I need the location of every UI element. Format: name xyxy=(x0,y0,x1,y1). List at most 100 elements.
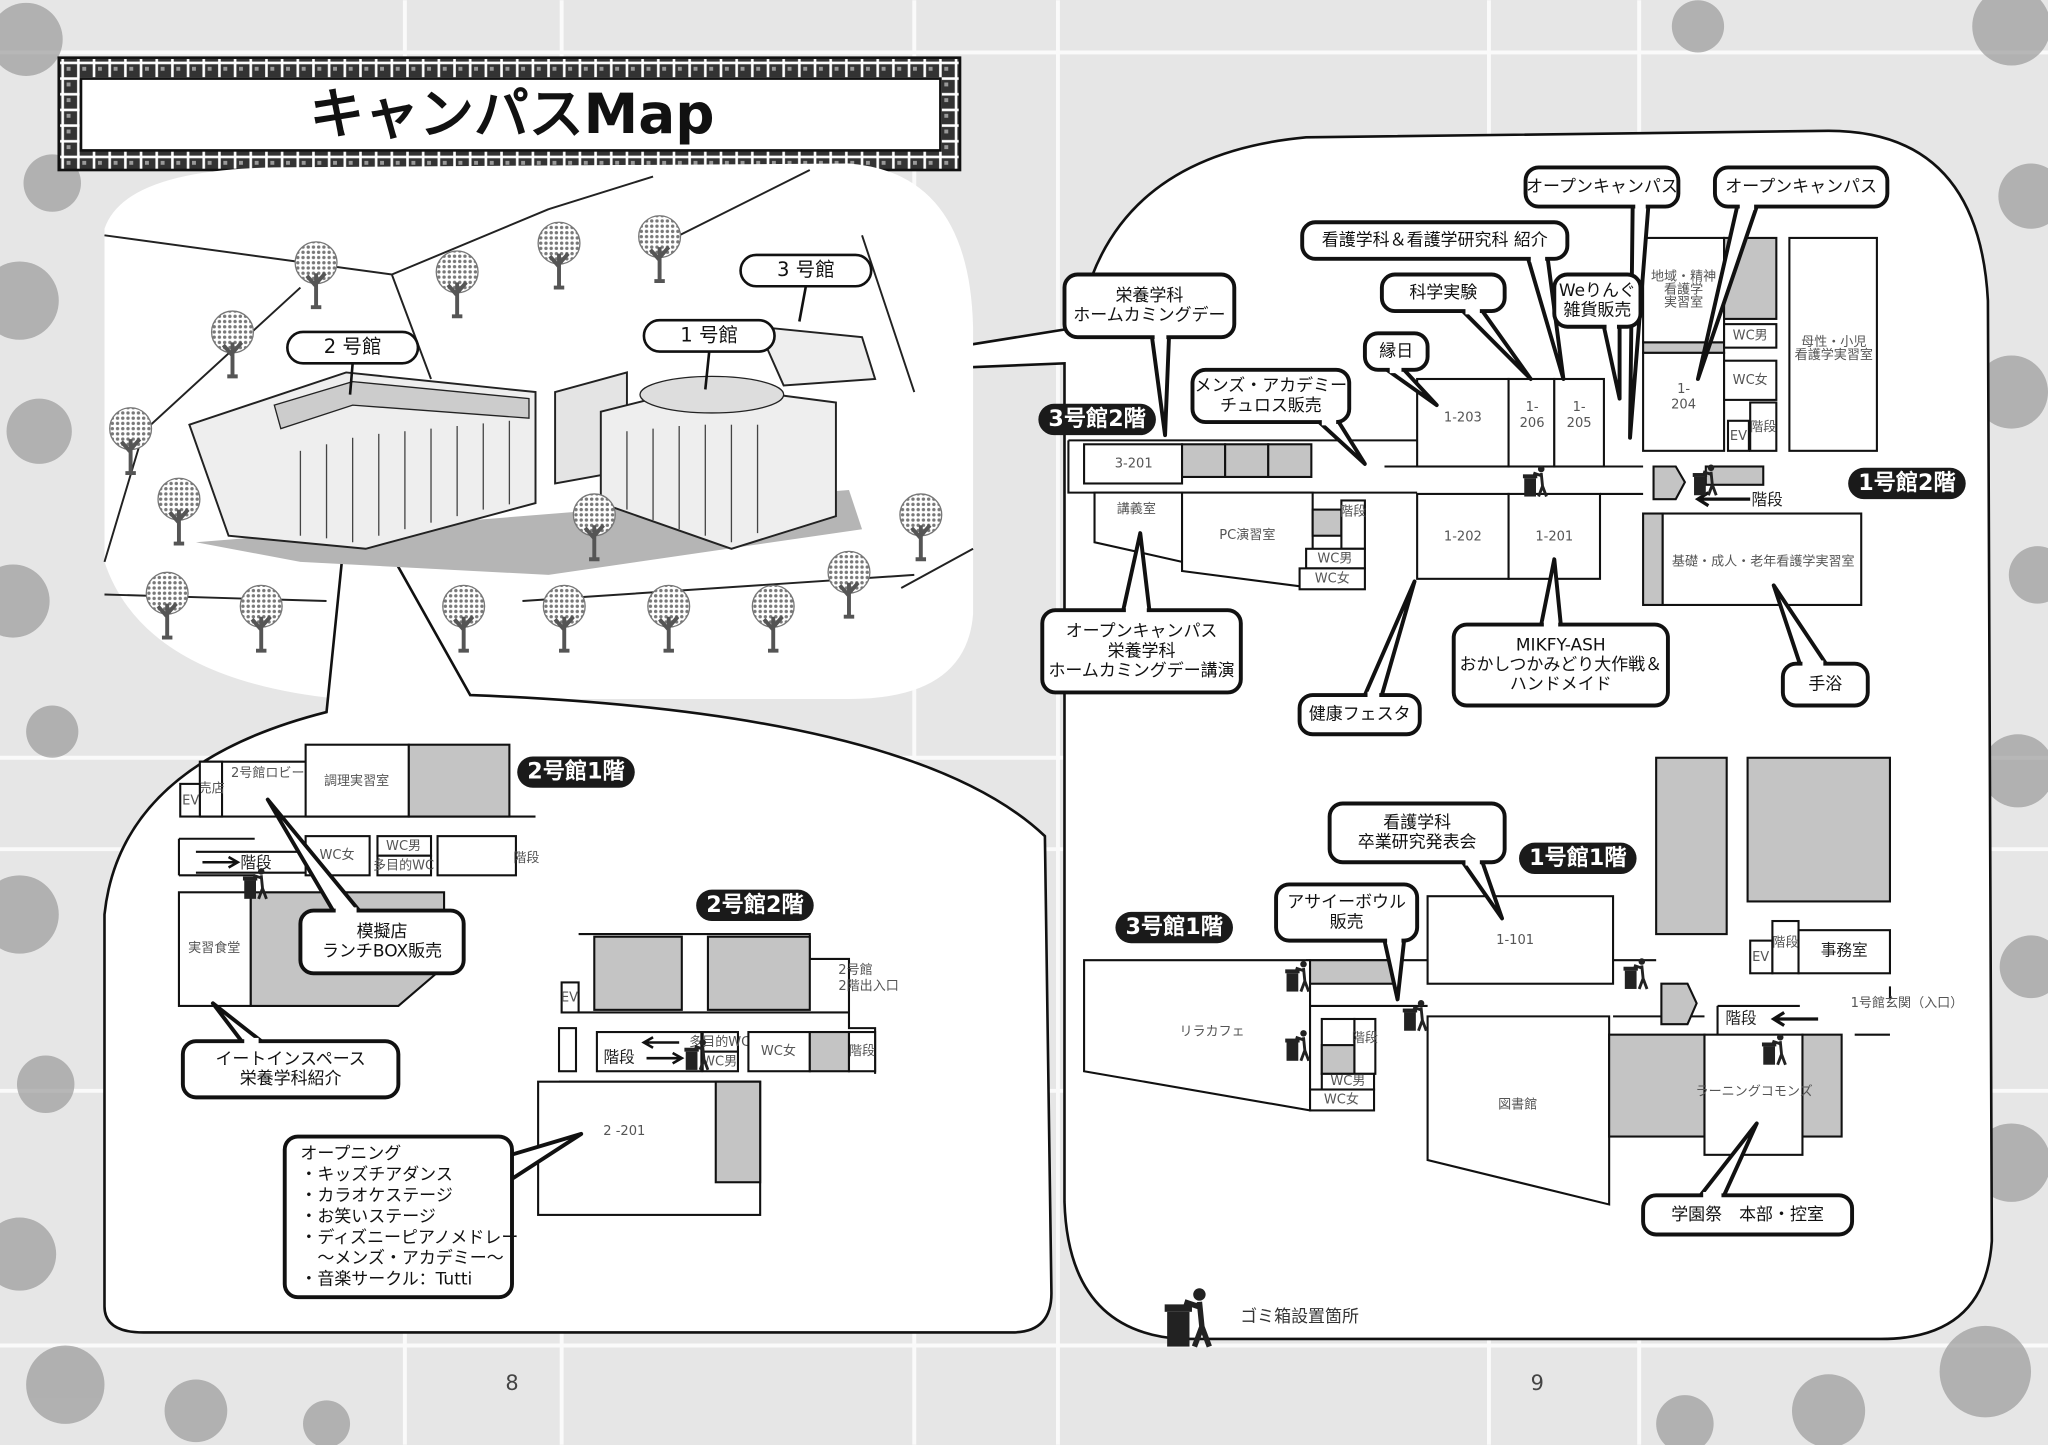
callout-pointer xyxy=(1317,420,1367,466)
svg-text:WC女: WC女 xyxy=(1733,372,1768,388)
callout-text: チュロス販売 xyxy=(1220,396,1322,416)
svg-text:3号館2階: 3号館2階 xyxy=(1048,405,1145,432)
svg-text:2 号館: 2 号館 xyxy=(324,335,382,358)
callout-text: 販売 xyxy=(1330,912,1364,932)
svg-text:階段: 階段 xyxy=(1772,936,1798,951)
callout-text: 看護学科＆看護学研究科 紹介 xyxy=(1322,231,1548,251)
callout: 学園祭 本部・控室 xyxy=(1641,1121,1855,1237)
svg-text:多目的WC: 多目的WC xyxy=(373,858,434,874)
callout-text: 科学実験 xyxy=(1409,283,1477,303)
callout-text: Weりんぐ xyxy=(1559,281,1636,301)
svg-text:1-: 1- xyxy=(1677,382,1690,397)
legend: ゴミ箱設置箇所 xyxy=(1165,1288,1359,1346)
callout-pointer xyxy=(265,797,361,912)
svg-text:1号館2階: 1号館2階 xyxy=(1858,469,1955,496)
callout-text: メンズ・アカデミー xyxy=(1195,375,1347,396)
page-number-right: 9 xyxy=(1531,1371,1544,1395)
svg-text:リラカフェ: リラカフェ xyxy=(1179,1025,1244,1040)
callout-box xyxy=(1300,220,1570,261)
callout-box xyxy=(1712,165,1890,209)
svg-text:階段: 階段 xyxy=(513,851,539,866)
callout-text: オープンキャンパス xyxy=(1066,622,1218,642)
legend-label: ゴミ箱設置箇所 xyxy=(1240,1306,1359,1327)
floorplan-1f: リラカフェ 階段 WC男 WC女 1-101 図書館 EV 階段 事務室 階段 … xyxy=(1083,756,1963,1206)
callout-pointer xyxy=(1695,205,1759,381)
callout-text: ・キッズチアダンス xyxy=(300,1165,452,1185)
svg-text:EV: EV xyxy=(1752,950,1769,965)
callout-pointer xyxy=(1699,1121,1759,1197)
svg-text:EV: EV xyxy=(561,991,578,1006)
svg-text:3-201: 3-201 xyxy=(1115,456,1153,471)
svg-text:205: 205 xyxy=(1567,416,1592,431)
callout-text: オープンキャンパス xyxy=(1526,177,1678,197)
callout-box xyxy=(1190,367,1352,425)
page-title: キャンパスMap xyxy=(309,82,714,146)
svg-text:1-202: 1-202 xyxy=(1444,530,1482,545)
bubble-2gokan xyxy=(103,476,1053,1334)
svg-text:多目的WC: 多目的WC xyxy=(689,1034,750,1050)
callout-box xyxy=(1641,1193,1855,1237)
floor-label-2gokan-2f: 2号館2階 xyxy=(696,889,814,922)
svg-text:206: 206 xyxy=(1520,416,1545,431)
callout-box xyxy=(1062,272,1237,340)
callout: 健康フェスタ xyxy=(1297,579,1422,737)
svg-text:WC男: WC男 xyxy=(1330,1074,1365,1089)
callout-box xyxy=(1451,622,1670,708)
svg-text:WC男: WC男 xyxy=(1733,328,1768,343)
callout-text: 手浴 xyxy=(1808,675,1842,695)
callout-text: アサイーボウル xyxy=(1287,893,1406,913)
svg-text:母性・小児: 母性・小児 xyxy=(1801,335,1866,350)
svg-text:WC女: WC女 xyxy=(1315,570,1350,586)
svg-text:実習食堂: 実習食堂 xyxy=(188,940,240,956)
floor-label-2gokan-1f: 2号館1階 xyxy=(517,756,635,788)
callout-pointer xyxy=(210,1001,263,1043)
svg-text:1号館1階: 1号館1階 xyxy=(1529,844,1626,871)
callout-text: ランチBOX販売 xyxy=(322,942,442,962)
svg-text:講義室: 講義室 xyxy=(1117,501,1156,517)
svg-text:階段: 階段 xyxy=(849,1044,875,1059)
callout: オープニング・キッズチアダンス・カラオケステージ・お笑いステージ・ディズニーピア… xyxy=(282,1131,584,1300)
callout-pointer xyxy=(1150,336,1171,438)
svg-text:地域・精神: 地域・精神 xyxy=(1651,270,1716,285)
callout-text: 健康フェスタ xyxy=(1309,705,1411,725)
svg-text:売店: 売店 xyxy=(199,781,225,797)
callout-pointer xyxy=(505,1131,584,1184)
svg-text:WC女: WC女 xyxy=(761,1043,796,1059)
svg-text:階段: 階段 xyxy=(1725,1008,1757,1027)
svg-text:WC男: WC男 xyxy=(386,839,421,854)
callout-pointer xyxy=(1771,583,1828,665)
callout-text: 学園祭 本部・控室 xyxy=(1671,1205,1824,1225)
callout-box xyxy=(1523,165,1681,209)
svg-text:ラーニングコモンズ: ラーニングコモンズ xyxy=(1696,1084,1813,1100)
svg-text:1 号館: 1 号館 xyxy=(680,323,738,346)
callout-pointer xyxy=(1461,861,1504,921)
building-label-2gokan: 2 号館 xyxy=(286,330,420,365)
callout-pointer xyxy=(1385,368,1439,408)
callout-pointer xyxy=(1382,940,1407,1002)
svg-text:204: 204 xyxy=(1671,398,1696,413)
callout-box xyxy=(1379,272,1507,314)
callout-text: イートインスペース xyxy=(215,1049,365,1069)
svg-text:2階出入口: 2階出入口 xyxy=(838,979,899,994)
svg-text:階段: 階段 xyxy=(240,853,272,872)
callout-text: オープンキャンパス xyxy=(1725,177,1877,197)
campus-illustration: 3 号館 2 号館 1 号館 xyxy=(103,169,974,653)
svg-text:2号館ロビー: 2号館ロビー xyxy=(231,766,305,781)
campus-illustration-area xyxy=(104,163,974,699)
callout-text: 雑貨販売 xyxy=(1563,300,1631,320)
callout-text: ・お笑いステージ xyxy=(300,1207,435,1227)
callout-box xyxy=(1552,272,1643,329)
callout-pointer xyxy=(1121,531,1152,611)
callout-box xyxy=(298,908,466,976)
callout-text: ハンドメイド xyxy=(1510,675,1612,695)
svg-text:調理実習室: 調理実習室 xyxy=(324,773,389,789)
svg-text:EV: EV xyxy=(182,793,199,808)
callout-text: おかしつかみどり大作戦＆ xyxy=(1460,655,1663,675)
